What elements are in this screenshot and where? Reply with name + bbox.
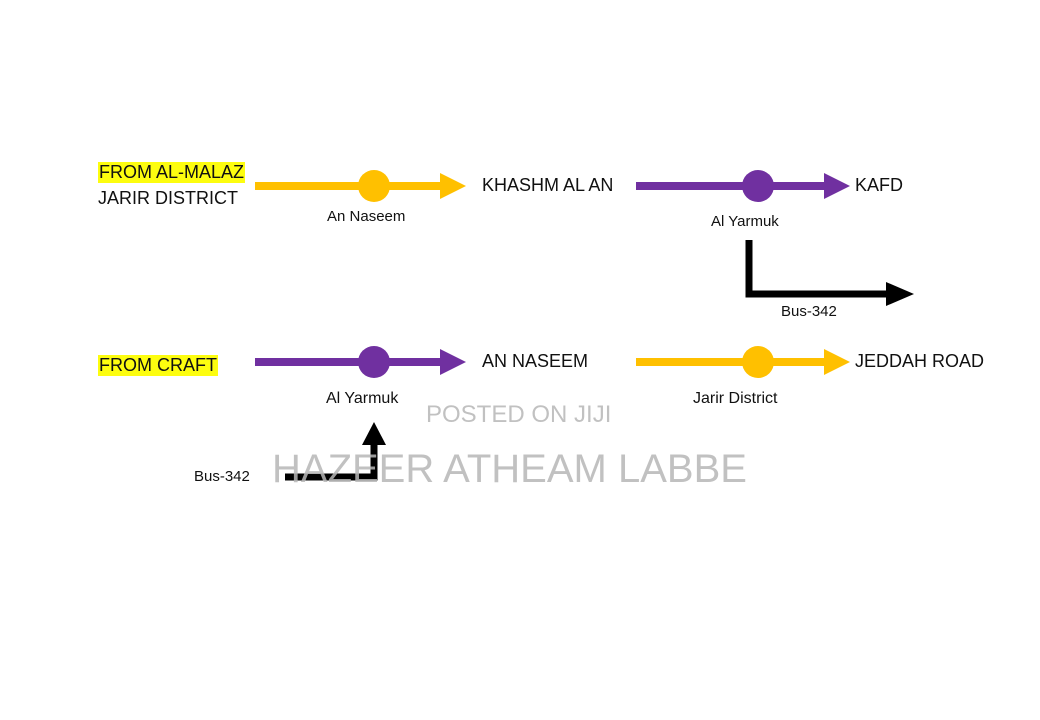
route1-bus-connector: [745, 240, 888, 298]
route2-origin-label: FROM CRAFT: [98, 355, 218, 376]
route2-bus-label: Bus-342: [194, 468, 250, 485]
route2-purple-arrowhead: [440, 349, 466, 375]
route1-transfer-label: KHASHM AL AN: [482, 175, 614, 195]
route1-origin-sublabel: JARIR DISTRICT: [98, 188, 239, 208]
route1-station-1-label: An Naseem: [327, 208, 406, 225]
watermark-name: HAZEER ATHEAM LABBE: [272, 447, 747, 491]
route2-bus-connector: [285, 442, 378, 481]
route1-origin-label: FROM AL-MALAZ: [98, 162, 246, 183]
watermark-posted-on: POSTED ON JIJI: [426, 401, 612, 428]
route1-station-2-label: Al Yarmuk: [711, 213, 779, 230]
route2-transfer-label: AN NASEEM: [482, 351, 589, 371]
route1-purple-arrowhead: [824, 173, 850, 199]
route2-station-1-label: Al Yarmuk: [326, 390, 399, 407]
route1-destination-label: KAFD: [855, 175, 904, 195]
route2-yellow-arrowhead: [824, 349, 850, 375]
route1-yellow-station-dot: [358, 170, 390, 202]
route1-bus-label: Bus-342: [781, 303, 837, 320]
route1-yellow-arrowhead: [440, 173, 466, 199]
route2-station-2-label: Jarir District: [693, 390, 778, 407]
route1-bus-arrowhead: [886, 282, 914, 306]
route2-bus-arrowhead: [362, 422, 386, 445]
route2-destination-label: JEDDAH ROAD: [855, 351, 985, 371]
route1-purple-station-dot: [742, 170, 774, 202]
route2-yellow-station-dot: [742, 346, 774, 378]
route2-purple-station-dot: [358, 346, 390, 378]
